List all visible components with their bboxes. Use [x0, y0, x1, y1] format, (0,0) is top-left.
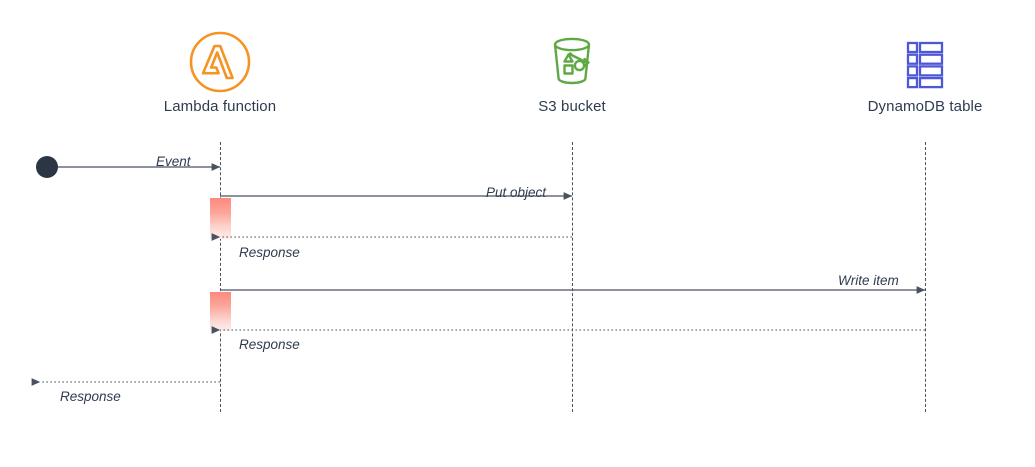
aws-dynamodb-table-icon: [815, 26, 1035, 98]
message-label-event: Event: [156, 154, 191, 169]
participant-label-lambda: Lambda function: [163, 98, 277, 115]
lifeline-s3: [572, 142, 573, 412]
participant-label-s3: S3 bucket: [538, 98, 606, 115]
message-label-put-object: Put object: [486, 185, 547, 200]
aws-lambda-icon: [110, 26, 330, 98]
aws-s3-bucket-icon: [462, 26, 682, 98]
lifeline-dynamodb: [925, 142, 926, 412]
message-label-write-item: Write item: [838, 273, 899, 288]
message-label-response-final: Response: [60, 389, 121, 404]
participant-s3[interactable]: S3 bucket: [462, 26, 682, 116]
message-label-response-ddb: Response: [239, 337, 300, 352]
participant-label-dynamodb: DynamoDB table: [867, 98, 983, 115]
message-label-response-s3: Response: [239, 245, 300, 260]
participant-lambda[interactable]: Lambda function: [110, 26, 330, 116]
activation-bar-ddb-call: [210, 292, 231, 331]
participant-dynamodb[interactable]: DynamoDB table: [815, 26, 1035, 116]
activation-bar-s3-call: [210, 198, 231, 239]
lifeline-lambda: [220, 142, 221, 412]
start-dot: [36, 156, 58, 178]
